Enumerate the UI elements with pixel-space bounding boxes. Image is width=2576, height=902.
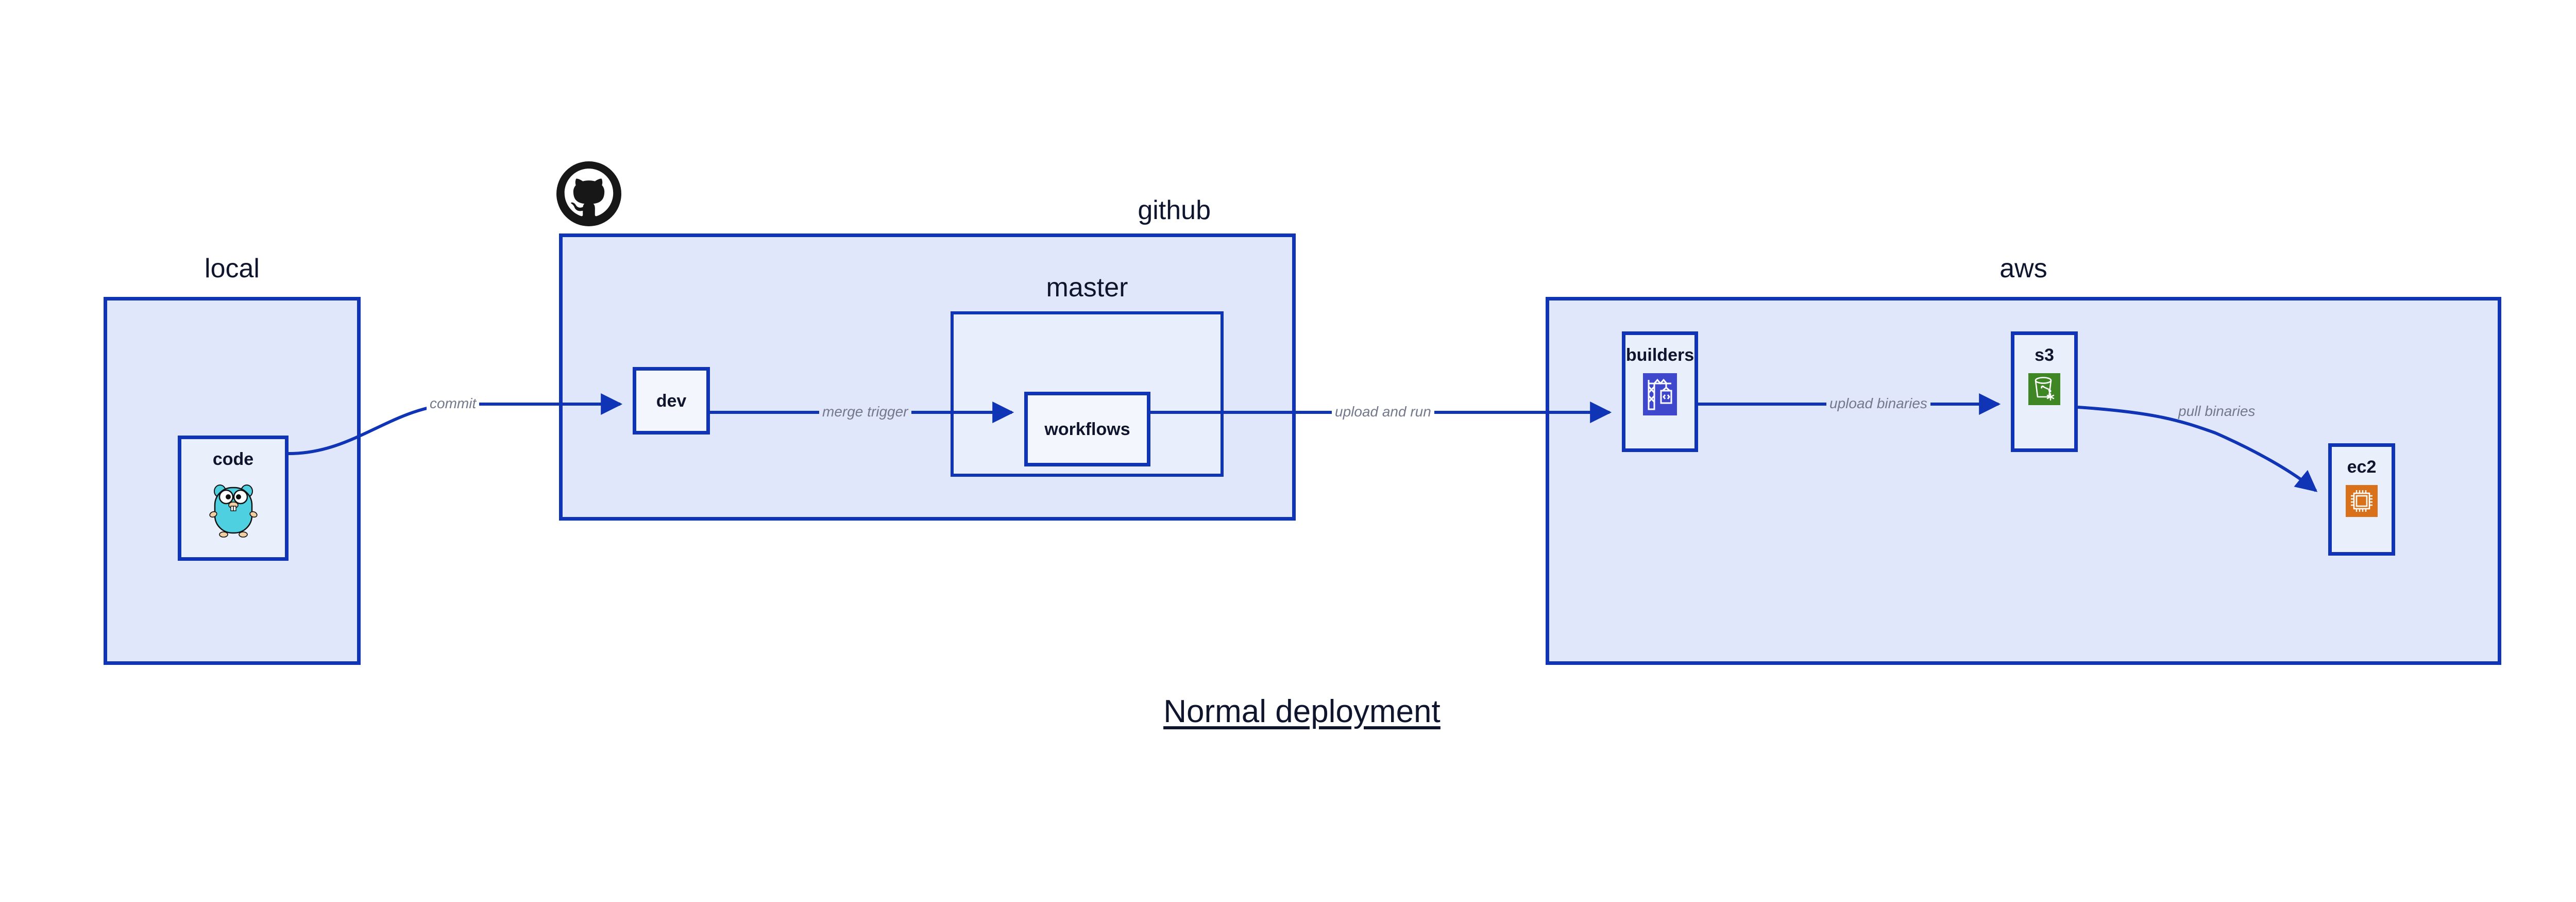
aws-s3-bucket-icon [2028, 373, 2060, 405]
group-label-github: github [1138, 195, 1211, 225]
node-label-ec2: ec2 [2347, 457, 2377, 477]
page-title: Normal deployment [1163, 694, 1440, 729]
edge-label-merge-trigger: merge trigger [819, 405, 911, 419]
edge-label-pull-binaries: pull binaries [2175, 404, 2259, 419]
edge-label-upload-binaries: upload binaries [1826, 396, 1930, 411]
group-label-aws: aws [1999, 254, 2047, 283]
aws-ec2-chip-icon [2346, 485, 2378, 517]
node-workflows[interactable]: workflows [1024, 392, 1150, 466]
node-label-builders: builders [1625, 345, 1694, 365]
go-gopher-icon [207, 477, 260, 539]
node-ec2[interactable]: ec2 [2328, 443, 2395, 556]
group-label-master: master [1046, 273, 1128, 303]
node-label-s3: s3 [2035, 345, 2054, 365]
github-octocat-logo [556, 161, 621, 226]
node-s3[interactable]: s3 [2011, 331, 2078, 452]
node-builders[interactable]: builders [1622, 331, 1698, 452]
node-label-dev: dev [656, 391, 687, 411]
edge-label-upload-and-run: upload and run [1332, 405, 1434, 419]
node-label-code: code [212, 449, 254, 469]
node-label-workflows: workflows [1044, 419, 1130, 439]
aws-codebuild-icon [1643, 373, 1677, 415]
edge-label-commit: commit [427, 396, 480, 411]
group-label-local: local [205, 254, 260, 283]
node-code[interactable]: code [178, 436, 289, 561]
node-dev[interactable]: dev [633, 367, 710, 435]
